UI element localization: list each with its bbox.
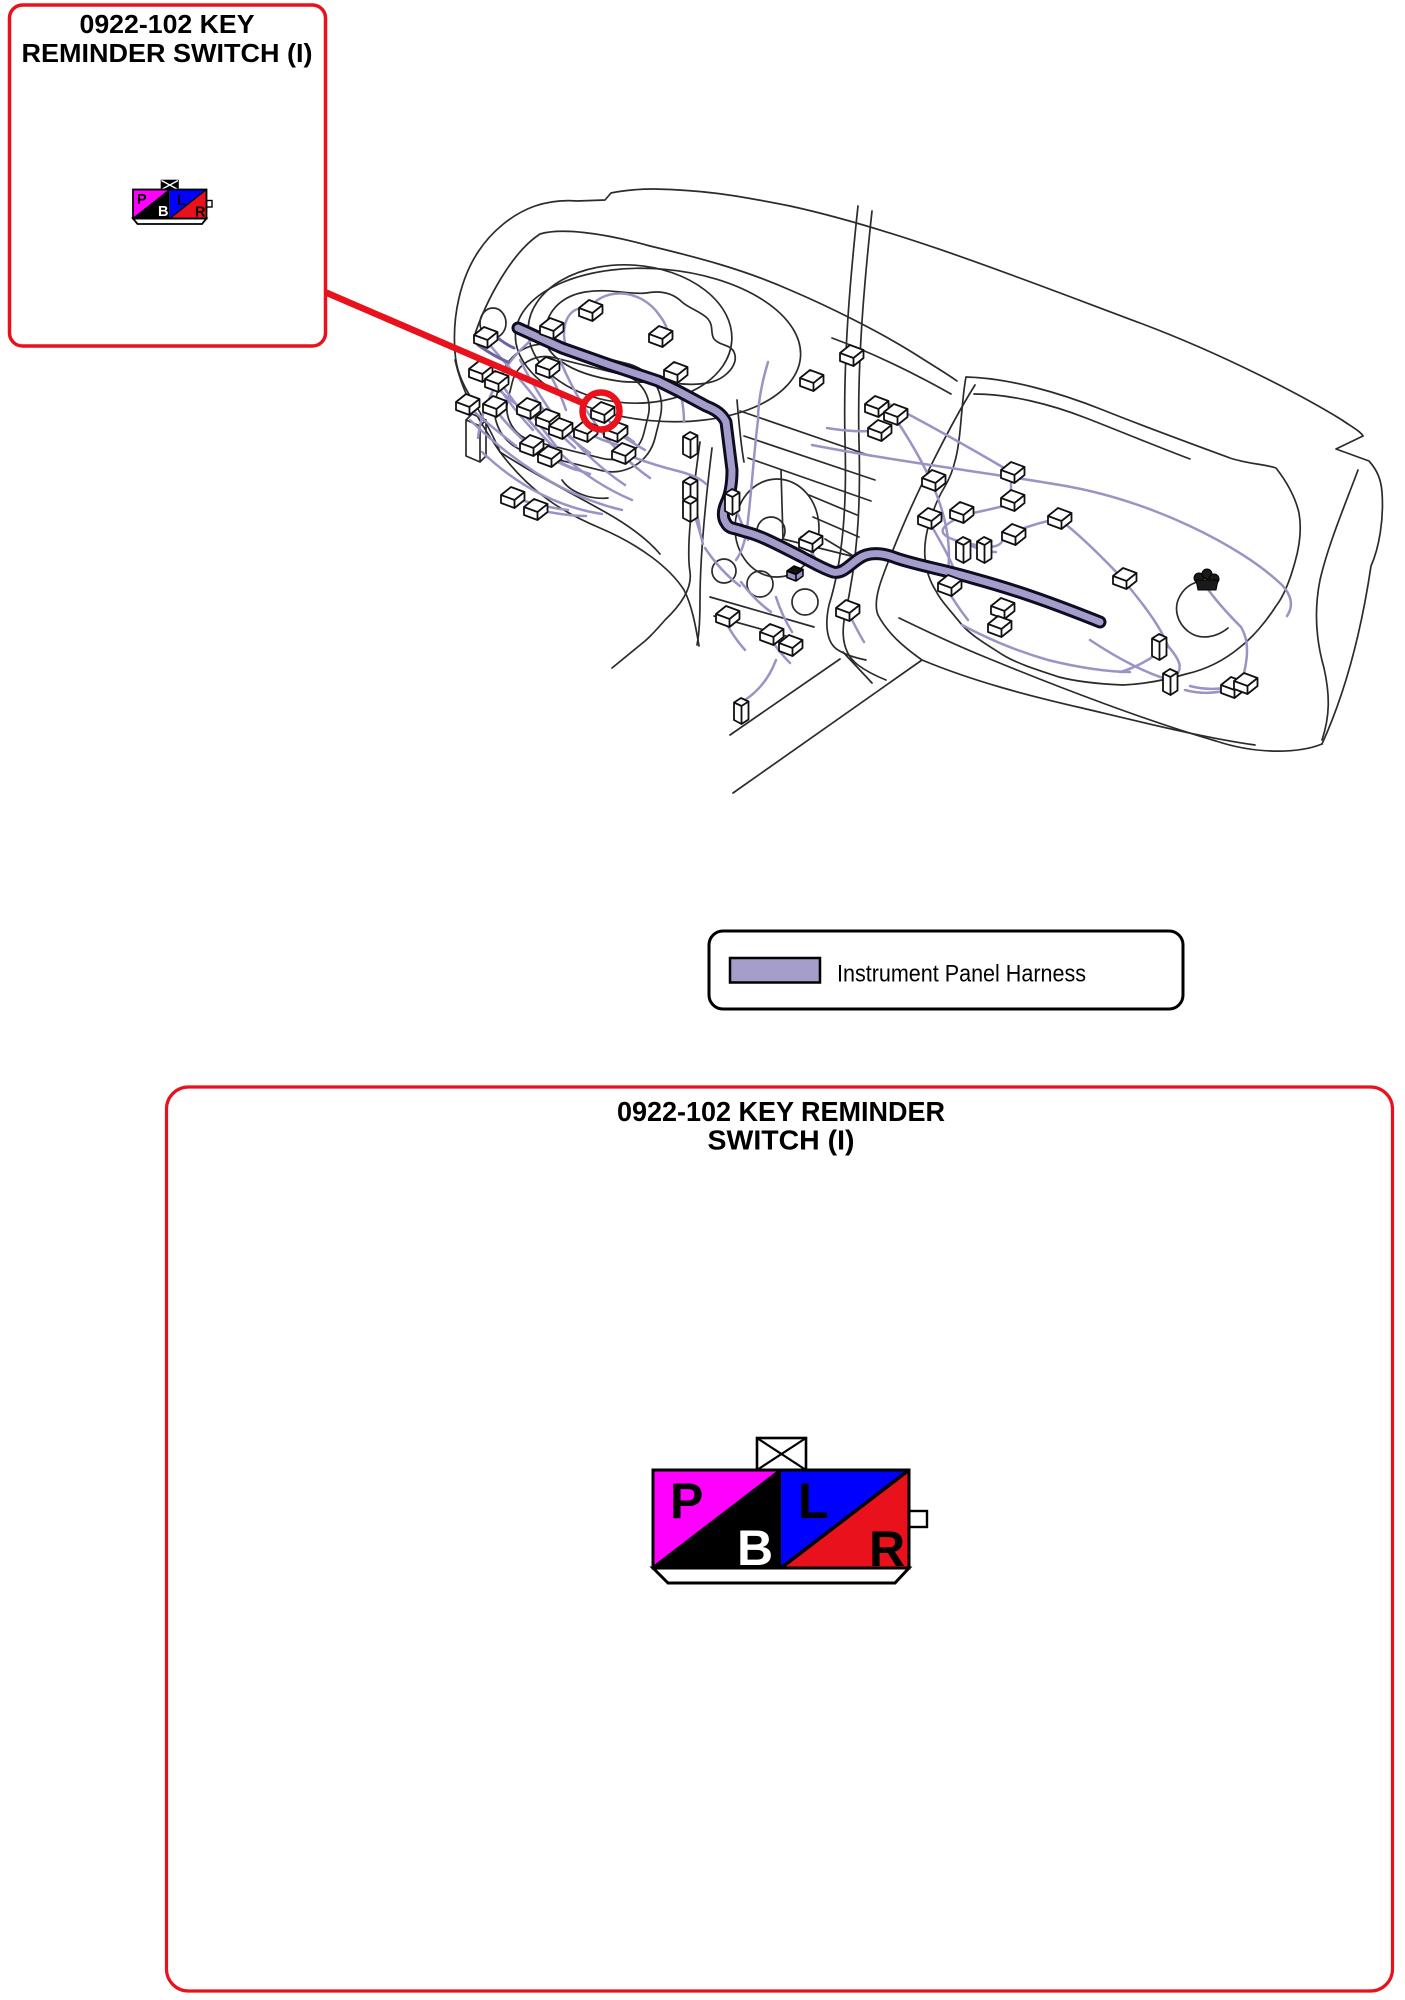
svg-text:P: P [137, 192, 147, 208]
svg-text:B: B [158, 204, 168, 220]
svg-text:R: R [869, 1521, 905, 1577]
svg-text:L: L [798, 1473, 829, 1529]
svg-text:L: L [177, 193, 186, 209]
svg-text:SWITCH (I): SWITCH (I) [708, 1125, 855, 1156]
svg-text:0922-102 KEY REMINDER: 0922-102 KEY REMINDER [617, 1096, 945, 1127]
svg-text:Instrument Panel Harness: Instrument Panel Harness [837, 961, 1086, 988]
svg-text:R: R [195, 205, 206, 221]
svg-text:B: B [737, 1520, 773, 1576]
svg-text:0922-102 KEY: 0922-102 KEY [80, 9, 255, 39]
svg-text:REMINDER SWITCH (I): REMINDER SWITCH (I) [22, 38, 313, 68]
svg-text:P: P [670, 1473, 703, 1529]
